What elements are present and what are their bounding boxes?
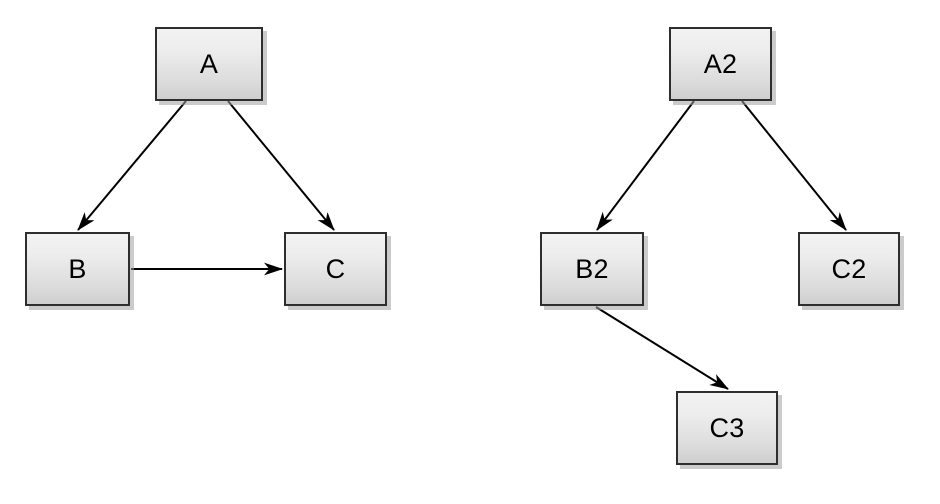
node-a[interactable]: A [155,27,263,101]
node-label: C [325,253,346,284]
node-a2[interactable]: A2 [669,27,772,101]
edge-a-to-c [227,100,335,231]
node-label: A [199,48,219,79]
node-c2[interactable]: C2 [798,232,900,306]
edge-b2-to-c3 [595,306,729,390]
node-label: C3 [709,412,745,443]
node-b2[interactable]: B2 [540,232,644,306]
edge-a2-to-b2 [596,100,695,231]
node-label: A2 [703,48,738,79]
node-c3[interactable]: C3 [676,391,778,465]
node-label: B [68,253,87,284]
node-c[interactable]: C [284,232,387,306]
edge-a-to-b [77,100,187,231]
node-label: C2 [831,253,867,284]
edge-a2-to-c2 [741,100,847,231]
node-b[interactable]: B [25,232,130,306]
node-label: B2 [575,253,609,284]
